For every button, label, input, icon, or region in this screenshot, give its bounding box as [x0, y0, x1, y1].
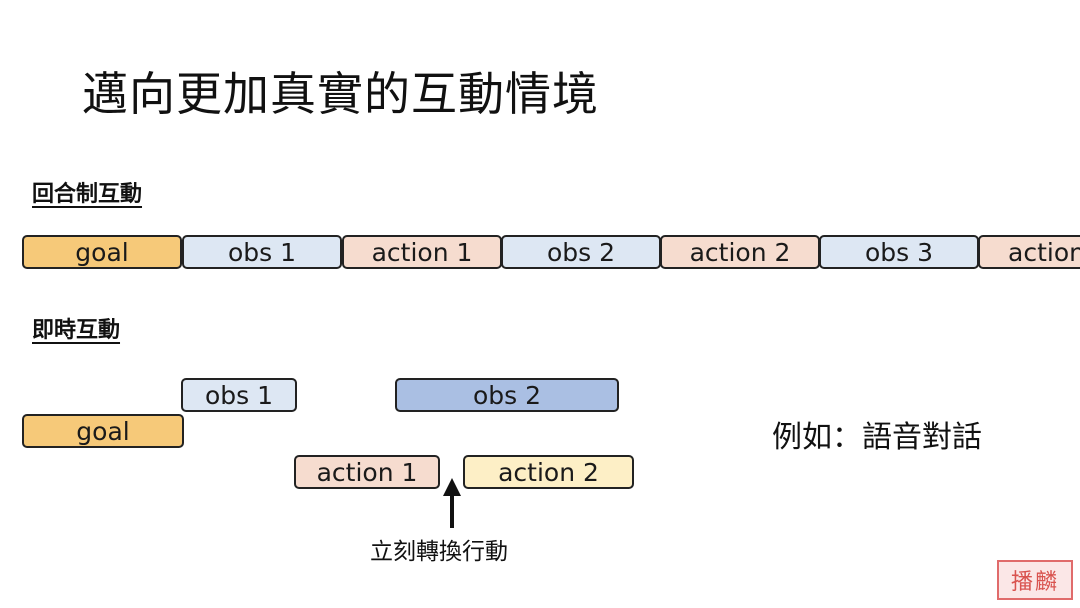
seq-block-goal: goal [22, 235, 182, 269]
seq-block-action-3: action [978, 235, 1080, 269]
realtime-label: 即時互動 [32, 318, 121, 343]
rt-block-obs-2: obs 2 [395, 378, 619, 412]
watermark-seal: 播麟 [997, 560, 1073, 600]
up-arrow-shaft [450, 494, 454, 528]
rt-block-goal: goal [22, 414, 184, 448]
rt-block-action-1: action 1 [294, 455, 440, 489]
seq-block-obs-1: obs 1 [182, 235, 342, 269]
seq-block-action-1: action 1 [342, 235, 502, 269]
turn-based-label: 回合制互動 [32, 182, 143, 207]
turn-based-sequence: goal obs 1 action 1 obs 2 action 2 obs 3… [22, 235, 1080, 269]
switch-action-label: 立刻轉換行動 [370, 539, 508, 565]
watermark-text: 播麟 [1010, 570, 1059, 595]
up-arrow-icon [443, 478, 461, 496]
slide-title: 邁向更加真實的互動情境 [82, 67, 599, 121]
rt-block-obs-1: obs 1 [181, 378, 297, 412]
example-text: 例如：語音對話 [772, 420, 982, 455]
seq-block-obs-3: obs 3 [819, 235, 979, 269]
rt-block-action-2: action 2 [463, 455, 634, 489]
seq-block-obs-2: obs 2 [501, 235, 661, 269]
seq-block-action-2: action 2 [660, 235, 820, 269]
